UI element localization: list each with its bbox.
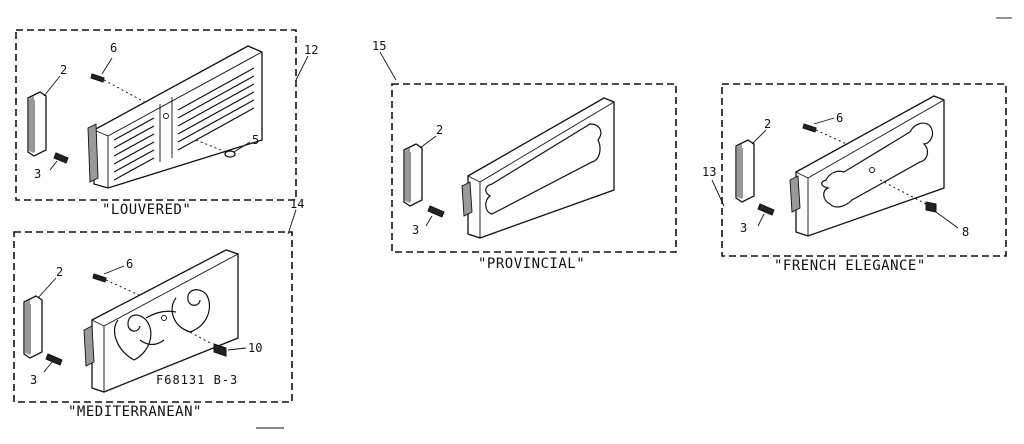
french-elegance-screw	[802, 123, 865, 153]
provincial-frame-moulding	[485, 123, 602, 215]
louvered-panel	[87, 45, 263, 189]
french-elegance-callout-clip: 2	[764, 117, 771, 131]
drawing-reference: F68131 B-3	[156, 373, 238, 387]
french-elegance-screw-small	[757, 203, 775, 216]
french-elegance-boundary	[721, 83, 1007, 257]
french-elegance-callout-knob: 8	[962, 225, 969, 239]
louvered-caption: "LOUVERED"	[102, 202, 191, 218]
louvered-screw	[90, 73, 151, 106]
louvered-screw-small	[53, 152, 69, 164]
french-elegance-caption: "FRENCH ELEGANCE"	[774, 258, 926, 274]
french-elegance-group-number: 13	[702, 165, 716, 179]
louvered-clip	[27, 91, 47, 157]
french-elegance-frame-moulding	[821, 122, 934, 208]
mediterranean-knob	[185, 329, 227, 357]
mediterranean-group-number: 14	[290, 197, 304, 211]
french-elegance-clip	[735, 139, 755, 203]
mediterranean-caption: "MEDITERRANEAN"	[68, 404, 202, 420]
provincial-caption: "PROVINCIAL"	[478, 256, 585, 272]
group-mediterranean: 2 3 6 10 14 F68131 B-3 "MEDITERRANEAN"	[13, 197, 304, 420]
mediterranean-clip	[23, 295, 43, 359]
mediterranean-callout-screw: 6	[126, 257, 133, 271]
provincial-callout-screw-small: 3	[412, 223, 419, 237]
provincial-callout-clip: 2	[436, 123, 443, 137]
mediterranean-callout-knob: 10	[248, 341, 262, 355]
french-elegance-callout-screw-small: 3	[740, 221, 747, 235]
louvered-group-number: 12	[304, 43, 318, 57]
louvered-callout-clip: 2	[60, 63, 67, 77]
mediterranean-callout-screw-small: 3	[30, 373, 37, 387]
group-louvered: 2 3 6 5 12 "LOUVERED"	[15, 29, 318, 218]
louvered-boundary	[15, 29, 297, 201]
mediterranean-callout-clip: 2	[56, 265, 63, 279]
provincial-clip	[403, 143, 423, 207]
french-elegance-panel	[789, 95, 945, 237]
louvered-callout-screw: 6	[110, 41, 117, 55]
provincial-group-number: 15	[372, 39, 386, 53]
french-elegance-callout-screw: 6	[836, 111, 843, 125]
provincial-panel	[461, 97, 615, 239]
louvered-callout-knob: 5	[252, 133, 259, 147]
provincial-screw-small	[427, 205, 445, 218]
louvered-callout-screw-small: 3	[34, 167, 41, 181]
mediterranean-scroll-motif	[113, 289, 211, 361]
mediterranean-panel	[83, 249, 239, 393]
mediterranean-screw-small	[45, 353, 63, 366]
mediterranean-boundary	[13, 231, 293, 403]
louvered-knob	[195, 139, 236, 158]
group-provincial: 2 3 15 "PROVINCIAL"	[372, 39, 677, 272]
group-french-elegance: 2 3 6 8 13 "FRENCH ELEGANCE"	[702, 83, 1007, 274]
provincial-boundary	[391, 83, 677, 253]
louver-slats	[113, 67, 255, 181]
